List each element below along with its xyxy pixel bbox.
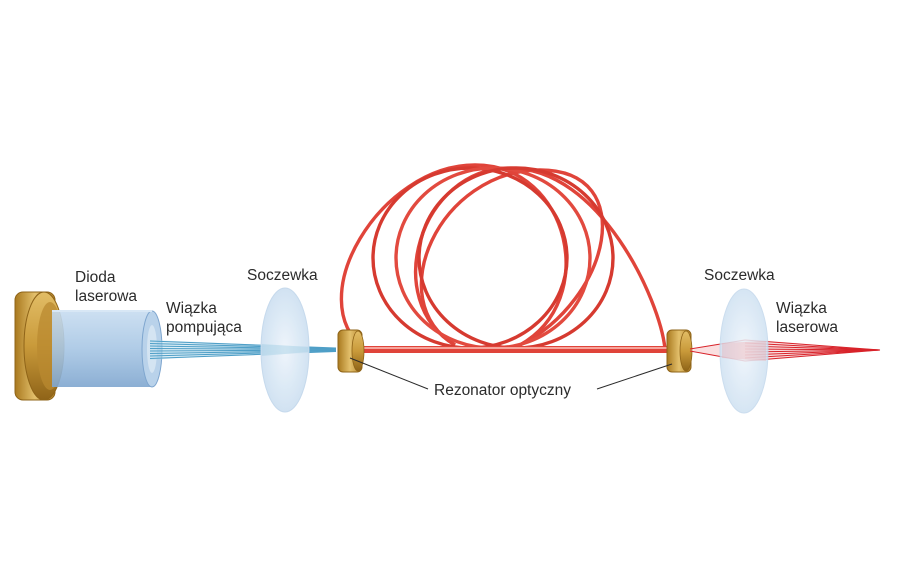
label-laser-beam-line2: laserowa [776, 319, 838, 336]
label-resonator: Rezonator optyczny [434, 382, 571, 399]
label-pump-beam-line1: Wiązka [166, 300, 217, 317]
laser-output-beam [689, 339, 881, 362]
label-lens-right: Soczewka [704, 267, 775, 284]
label-laser-beam-line1: Wiązka [776, 300, 827, 317]
fiber-straight [362, 346, 667, 353]
mirror-right-icon [666, 329, 693, 373]
resonator-pointer-lines [349, 357, 673, 390]
lens-left-icon [260, 287, 310, 413]
lens-right-icon [719, 288, 769, 414]
laser-diode-icon [14, 291, 163, 401]
label-laser-diode-line2: laserowa [75, 288, 137, 305]
label-laser-diode-line1: Dioda [75, 269, 116, 286]
fiber-coil-icon [339, 163, 667, 351]
label-lens-left: Soczewka [247, 267, 318, 284]
label-pump-beam-line2: pompująca [166, 319, 242, 336]
mirror-left-icon [337, 329, 365, 373]
